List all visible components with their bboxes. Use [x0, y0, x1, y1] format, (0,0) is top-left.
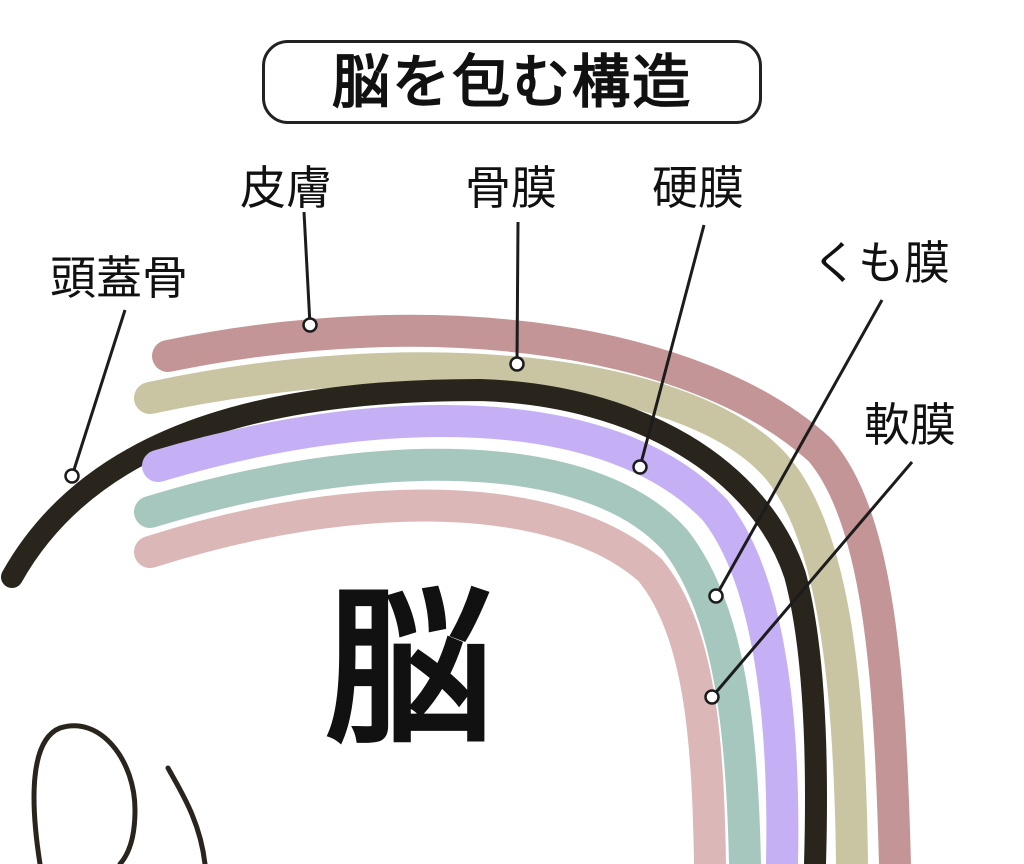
anchor-dot-pia [704, 689, 720, 705]
brain-fold-sketch-2 [165, 765, 208, 864]
layer-skin [152, 314, 911, 864]
layer-arachnoid [134, 448, 761, 864]
leader-pia [710, 461, 914, 698]
label-periosteum: 骨膜 [465, 161, 557, 215]
label-dura: 硬膜 [652, 161, 744, 215]
layer-periosteum [134, 352, 868, 864]
label-skin: 皮膚 [240, 161, 332, 215]
anchor-dot-periosteum [509, 356, 525, 372]
leader-periosteum [515, 221, 520, 365]
layer-dura [142, 404, 799, 864]
leader-arachnoid [714, 299, 884, 597]
leader-skin [302, 211, 312, 326]
label-pia: 軟膜 [864, 398, 956, 452]
label-skull: 頭蓋骨 [50, 251, 188, 305]
leader-skull [70, 309, 127, 477]
layer-pia [134, 489, 726, 864]
anchor-dot-skin [302, 317, 318, 333]
layer-skull [1, 378, 827, 864]
brain-label: 脳 [325, 571, 493, 767]
diagram-title: 脳を包む構造 [331, 48, 692, 116]
anchor-dot-arachnoid [708, 588, 724, 604]
anchor-dot-skull [64, 468, 80, 484]
leader-dura [638, 224, 706, 468]
brain-fold-sketch [31, 723, 138, 864]
title-box: 脳を包む構造 [262, 40, 762, 124]
label-arachnoid: くも膜 [812, 236, 950, 290]
anchor-dot-dura [632, 459, 648, 475]
